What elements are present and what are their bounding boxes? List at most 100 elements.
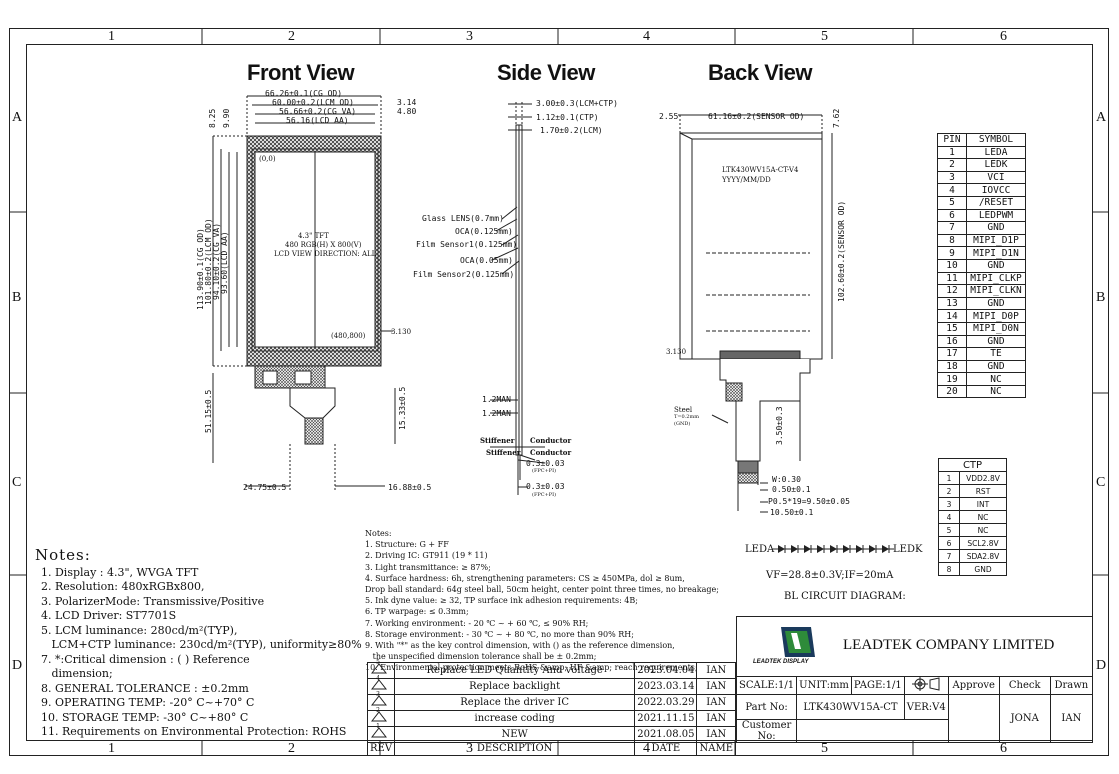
- note-item: 7. Working environment: - 20 ℃ ~ + 60 ℃,…: [365, 618, 589, 628]
- zone-row-d-left: D: [12, 658, 23, 673]
- pin-symbol: NC: [966, 384, 1026, 399]
- dim-bottom-right: 16.88±0.5: [388, 483, 432, 492]
- steel-thickness: T=0.2mm: [674, 414, 699, 420]
- revision-triangle-icon: [371, 679, 388, 690]
- pin-number: 14: [937, 309, 967, 323]
- dim-back-right: 7.62: [832, 108, 841, 128]
- side-view-title: Side View: [497, 60, 595, 85]
- dim-cg-va-width: 56.66±0.2(CG VA): [279, 107, 357, 116]
- pin-number: 3: [937, 170, 967, 185]
- notes-middle-heading: Notes:: [365, 529, 392, 538]
- note-item: 1. Structure: G + FF: [365, 540, 449, 550]
- revision-number: 2: [376, 707, 380, 714]
- pin-symbol: LEDK: [966, 158, 1026, 172]
- stiffener-label-1: Stiffener: [480, 436, 515, 445]
- back-label-part: LTK430WV15A-CT-V4: [722, 166, 799, 174]
- title-block-grid: SCALE:1/1 UNIT:mm PAGE:1/1 Approve Check…: [735, 676, 1094, 743]
- note-item: 11. Requirements on Environmental Protec…: [41, 725, 347, 738]
- ctp-symbol: SDA2.8V: [959, 549, 1007, 563]
- led-diode-icon: [869, 545, 876, 553]
- led-diode-icon: [882, 545, 889, 553]
- pin-header: PIN: [937, 133, 967, 147]
- ctp-pin: 2: [938, 484, 960, 498]
- note-item: 3. Light transmittance: ≥ 87%;: [365, 562, 491, 572]
- led-diode-icon: [830, 545, 837, 553]
- projection-icon: [912, 677, 940, 691]
- led-diode-icon: [817, 545, 824, 553]
- dim-sensor-od-width: 61.16±0.2(SENSOR OD): [708, 112, 805, 121]
- revision-date: 2023.03.14: [634, 678, 698, 695]
- approve-label: Approve: [947, 676, 1000, 695]
- revision-triangle-cell: 1: [366, 723, 396, 743]
- led-diode-icon: [856, 545, 863, 553]
- ctp-symbol: SCL2.8V: [959, 536, 1007, 550]
- pin-number: 8: [937, 233, 967, 248]
- ctp-pin: 4: [938, 510, 960, 524]
- revision-description: increase coding: [394, 710, 636, 727]
- pin-symbol: LEDA: [966, 145, 1026, 160]
- dim-fpc-2: 1.2MAN: [482, 409, 511, 418]
- steel-gnd: (GND): [674, 421, 691, 427]
- note-item: the unspecified dimension tolerance shal…: [365, 652, 597, 662]
- ctp-symbol: NC: [959, 510, 1007, 524]
- rev-header-description: DESCRIPTION: [394, 742, 636, 756]
- note-item: LCM+CTP luminance: 230cd/m²(TYP), unifor…: [41, 638, 362, 651]
- drawn-label: Drawn: [1049, 676, 1094, 695]
- dim-pad-gap: 0.50±0.1: [772, 485, 811, 494]
- note-item: 5. Ink dyne value: ≥ 32, TP surface ink …: [365, 596, 638, 606]
- leadtek-logo: [781, 627, 815, 657]
- note-item: 4. Surface hardness: 6h, strengthening p…: [365, 573, 685, 583]
- dim-pad-total: 10.50±0.1: [770, 508, 814, 517]
- pin-number: 6: [937, 208, 967, 223]
- zone-row-d-right: D: [1096, 658, 1107, 673]
- dim-side-small: 3.130: [391, 328, 412, 336]
- revision-name: IAN: [696, 662, 736, 679]
- ctp-symbol: INT: [959, 497, 1007, 511]
- origin-label: (0,0): [259, 155, 276, 163]
- approver-cell: [947, 694, 1000, 743]
- end-label: (480,800): [331, 332, 366, 340]
- pin-number: 2: [937, 158, 967, 172]
- note-item: 8. Storage environment: - 30 ℃ ~ + 80 ℃,…: [365, 629, 634, 639]
- zone-row-a-left: A: [12, 110, 23, 125]
- customer-label: Customer No:: [735, 719, 798, 743]
- dim-back-small: 3.130: [666, 348, 687, 356]
- drawer: IAN: [1049, 694, 1094, 743]
- note-item: 9. With "*" as the key control dimension…: [365, 641, 675, 651]
- back-label-date: YYYY/MM/DD: [722, 176, 771, 184]
- note-item: 4. LCD Driver: ST7701S: [41, 609, 177, 622]
- pin-symbol: LEDPWM: [966, 208, 1026, 223]
- led-diode-icon: [778, 545, 785, 553]
- rev-header-date: DATE: [634, 742, 698, 756]
- pin-symbol: IOVCC: [966, 183, 1026, 197]
- fpc-thickness-2: 0.3±0.03: [526, 482, 565, 491]
- pin-symbol: GND: [966, 258, 1026, 273]
- circuit-ledk: LEDK: [893, 544, 923, 555]
- revision-triangle-cell: 2: [366, 707, 396, 727]
- pin-number: 16: [937, 334, 967, 349]
- conductor-label-2: Conductor: [530, 448, 572, 457]
- revision-number: 3: [376, 691, 380, 698]
- company-name: LEADTEK COMPANY LIMITED: [843, 637, 1055, 653]
- revision-date: 2023.04.04: [634, 662, 698, 679]
- zone-col-2-bottom: 2: [288, 741, 295, 756]
- revision-name: IAN: [696, 726, 736, 743]
- zone-col-1-top: 1: [108, 29, 115, 44]
- back-view-drawing: [678, 114, 833, 513]
- pin-number: 1: [937, 145, 967, 160]
- dim-top-right-2: 4.80: [397, 107, 417, 116]
- dim-bottom-left: 24.75±0.5: [243, 483, 287, 492]
- revision-date: 2022.03.29: [634, 694, 698, 711]
- layer-film-sensor-2: Film Sensor2(0.125mm): [413, 270, 515, 279]
- dim-lcd-aa-width: 56.16(LCD AA): [286, 116, 349, 125]
- pin-number: 5: [937, 195, 967, 210]
